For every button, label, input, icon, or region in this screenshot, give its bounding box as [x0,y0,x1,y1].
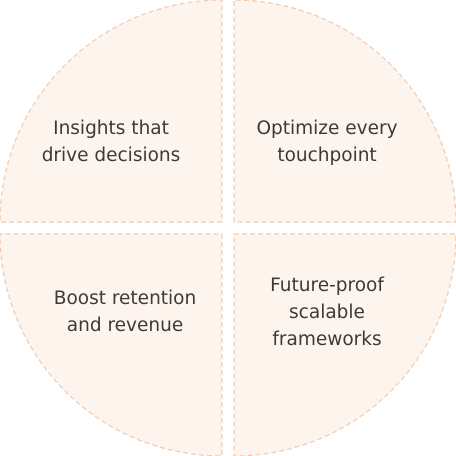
quadrant-label-bottom-left: Boost retention and revenue [53,288,197,336]
quadrant-bottom-right [233,233,456,456]
quadrant-label-bottom-right: Future-proof scalable frameworks [270,275,384,350]
quadrant-top-right [233,0,456,223]
quadrant-top-left [0,0,223,223]
quadrant-label-top-right: Optimize every touchpoint [256,118,398,166]
quadrant-bottom-left [0,233,223,456]
quadrant-label-top-left: Insights that drive decisions [41,118,181,166]
